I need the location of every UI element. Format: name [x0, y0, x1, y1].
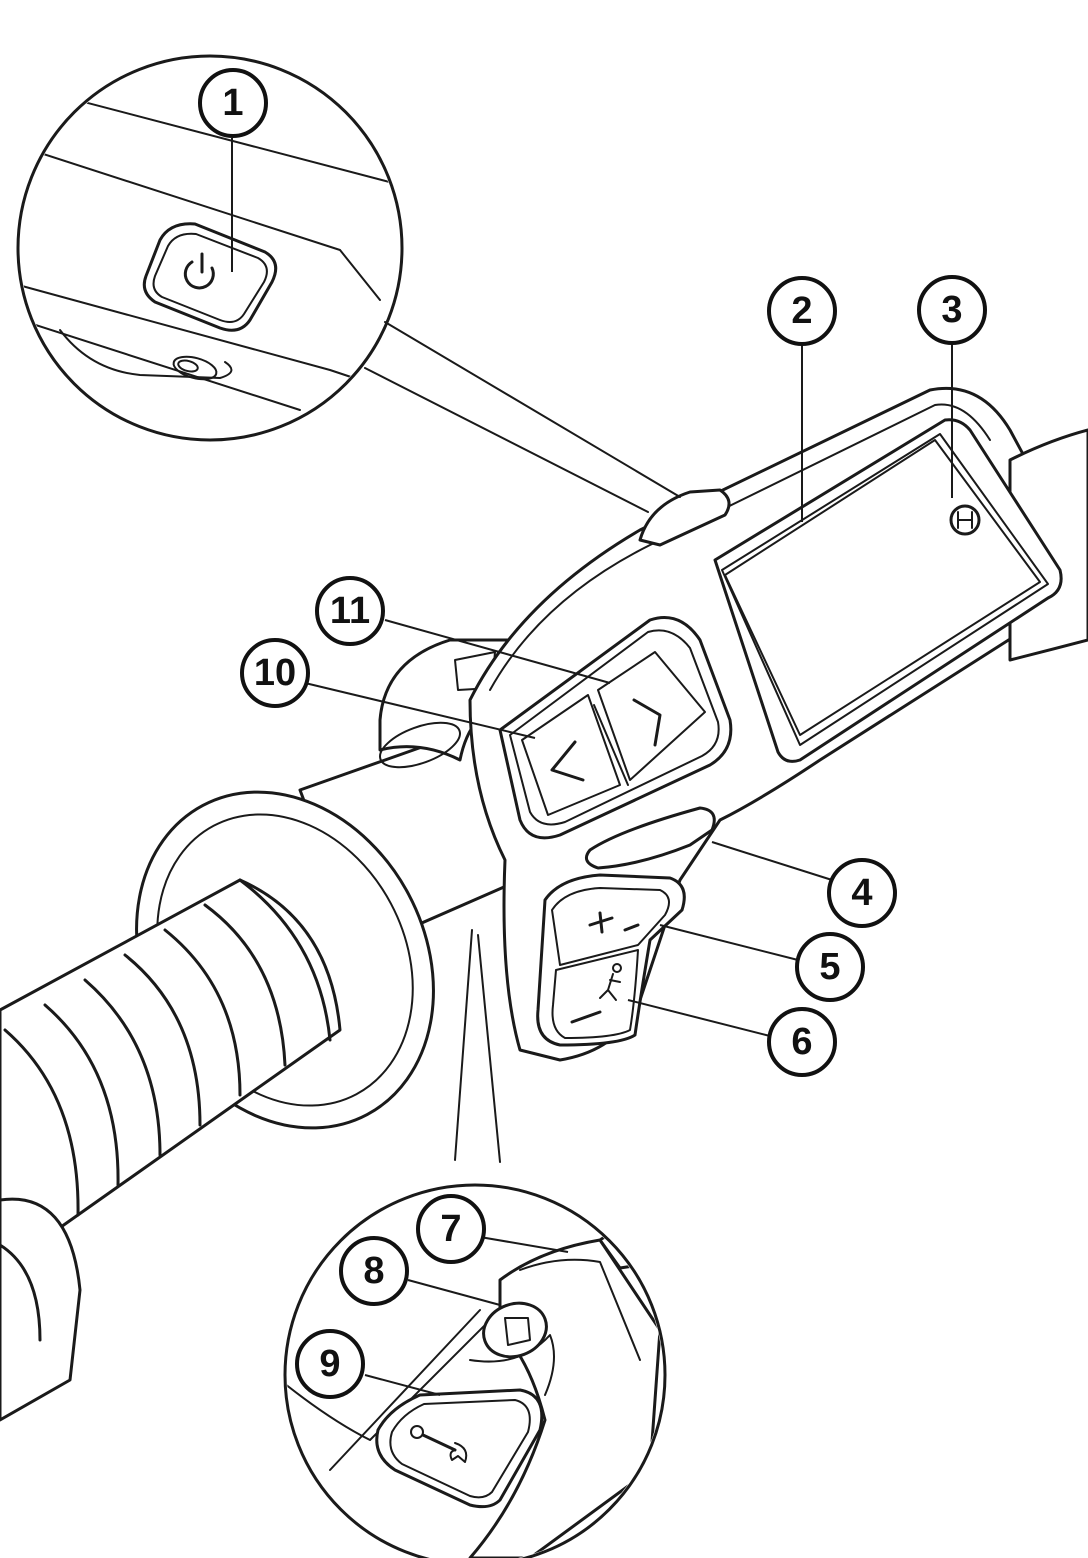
- chevron-left-icon: [550, 740, 585, 782]
- callout-10: 10: [240, 638, 310, 708]
- callout-label: 10: [254, 652, 296, 694]
- display-screen: [713, 418, 1063, 763]
- callout-label: 11: [330, 590, 370, 632]
- power-icon: [183, 252, 215, 290]
- assist-button-group: [536, 873, 686, 1047]
- minus-icon: [570, 1010, 602, 1024]
- callout-label: 6: [791, 1021, 812, 1063]
- callout-label: 3: [941, 289, 962, 331]
- callout-11: 11: [315, 576, 385, 646]
- power-button-enlarged[interactable]: [142, 222, 278, 332]
- callout-label: 7: [440, 1208, 461, 1250]
- power-button-magnifier: [16, 54, 681, 513]
- callout-2: 2: [767, 276, 837, 346]
- callout-4: 4: [827, 858, 897, 928]
- callout-1: 1: [198, 68, 268, 138]
- callout-5: 5: [795, 932, 865, 1002]
- walk-assist-icon: [599, 963, 622, 1001]
- plus-icon: [588, 911, 614, 934]
- top-power-button[interactable]: [638, 488, 731, 547]
- bosch-logo-icon: [949, 504, 981, 536]
- chevron-right-icon: [632, 698, 662, 747]
- callout-9: 9: [295, 1329, 365, 1399]
- right-button[interactable]: [593, 651, 706, 786]
- plus-button[interactable]: [551, 887, 670, 966]
- callout-label: 2: [791, 290, 812, 332]
- callout-8: 8: [339, 1236, 409, 1306]
- left-button[interactable]: [521, 694, 621, 816]
- callout-label: 1: [222, 82, 243, 124]
- handlebar-grip: [0, 728, 522, 1422]
- callout-3: 3: [917, 275, 987, 345]
- callout-label: 5: [819, 946, 840, 988]
- callout-label: 4: [851, 872, 872, 914]
- wrench-icon: [410, 1425, 468, 1463]
- leader-lines: [231, 138, 953, 1396]
- callout-7: 7: [416, 1194, 486, 1264]
- select-button[interactable]: [584, 806, 716, 870]
- callout-label: 9: [319, 1343, 340, 1385]
- callout-6: 6: [767, 1007, 837, 1077]
- minus-walk-button[interactable]: [551, 949, 639, 1039]
- callout-label: 8: [363, 1250, 384, 1292]
